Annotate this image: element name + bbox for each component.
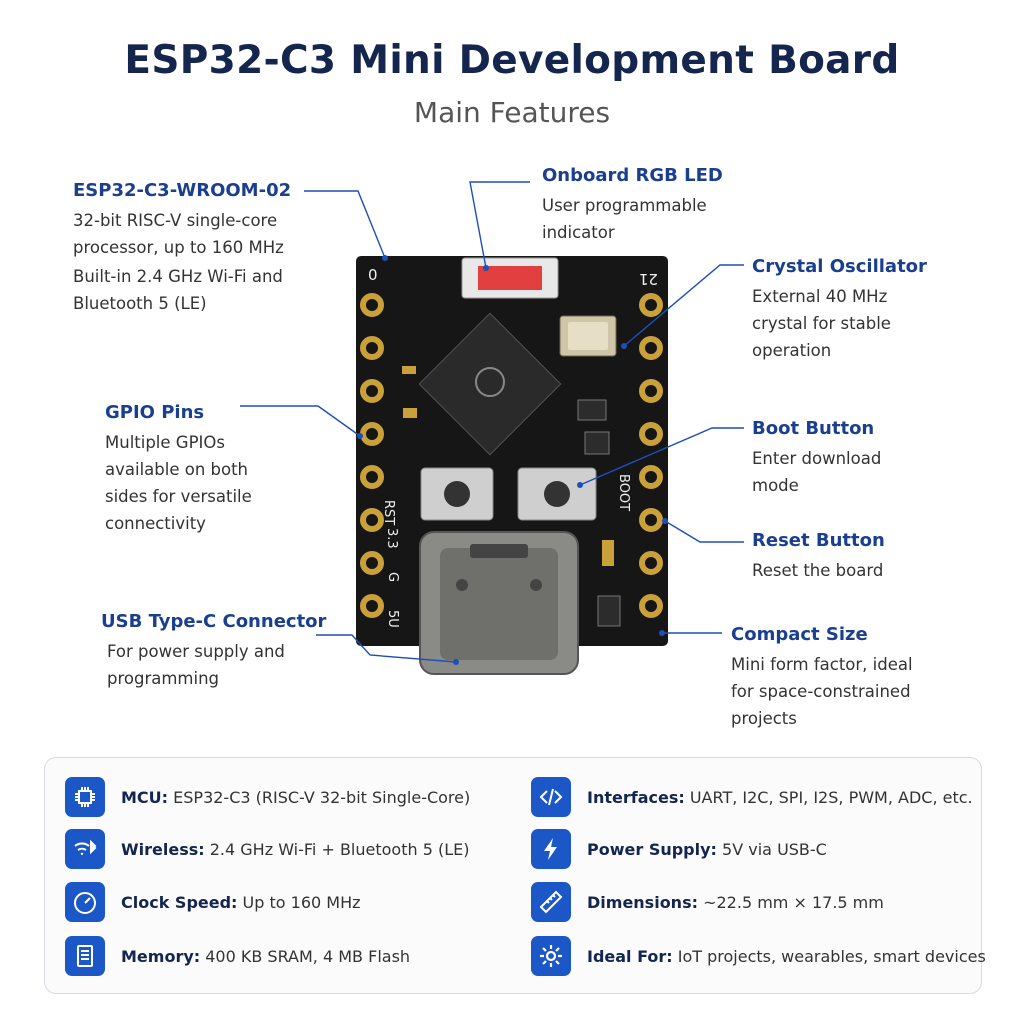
spec-label: Clock Speed:	[121, 892, 238, 912]
spec-value: UART, I2C, SPI, I2S, PWM, ADC, etc.	[689, 787, 973, 807]
spec-value: 5V via USB-C	[722, 839, 827, 859]
annotation-heading: USB Type-C Connector	[101, 611, 327, 632]
boot-silkscreen: BOOT	[616, 474, 631, 511]
spec-item-clock: Clock Speed: Up to 160 MHz	[65, 881, 361, 923]
spec-label: Dimensions:	[587, 892, 698, 912]
annotation-reset: Reset Button Reset the board	[752, 530, 972, 584]
annotation-heading: Onboard RGB LED	[542, 165, 723, 186]
pin-label-21: 21	[639, 270, 658, 288]
annotation-module: ESP32-C3-WROOM-02 32-bit RISC-V single-c…	[73, 180, 343, 317]
annotation-gpio: GPIO Pins Multiple GPIOs available on bo…	[105, 402, 305, 537]
annotation-heading: GPIO Pins	[105, 402, 205, 423]
spec-label: Power Supply:	[587, 839, 717, 859]
annotation-heading: ESP32-C3-WROOM-02	[73, 180, 292, 201]
speedometer-icon	[65, 882, 105, 922]
spec-item-mcu: MCU: ESP32-C3 (RISC-V 32-bit Single-Core…	[65, 776, 470, 818]
spec-value: ESP32-C3 (RISC-V 32-bit Single-Core)	[173, 787, 471, 807]
ruler-icon	[531, 882, 571, 922]
pin-label-5v: 5U	[385, 610, 400, 628]
annotation-usb: USB Type-C Connector For power supply an…	[101, 611, 331, 692]
annotation-heading: Crystal Oscillator	[752, 256, 927, 277]
left-gpio-pads	[360, 293, 384, 618]
page-subtitle: Main Features	[413, 96, 611, 129]
rst-silkscreen: RST	[381, 500, 396, 525]
annotation-text: 32-bit RISC-V single-core processor, up …	[73, 211, 284, 257]
chip-icon	[65, 777, 105, 817]
espressif-logo-icon	[475, 367, 505, 397]
code-icon	[531, 777, 571, 817]
spec-item-wireless: Wireless: 2.4 GHz Wi-Fi + Bluetooth 5 (L…	[65, 828, 469, 870]
spec-label: Interfaces:	[587, 787, 685, 807]
gear-icon	[531, 936, 571, 976]
lightning-icon	[531, 829, 571, 869]
board-illustration: 0 21 RST BOOT 3.3 G 5U	[240, 181, 744, 675]
spec-value: IoT projects, wearables, smart devices	[677, 946, 986, 966]
annotation-boot: Boot Button Enter download mode	[752, 418, 952, 499]
spec-label: MCU:	[121, 787, 169, 807]
annotation-text: External 40 MHz crystal for stable opera…	[752, 287, 891, 360]
right-gpio-pads	[639, 293, 663, 618]
memory-icon	[65, 936, 105, 976]
specs-panel: MCU: ESP32-C3 (RISC-V 32-bit Single-Core…	[44, 757, 986, 994]
annotation-text: User programmable indicator	[542, 196, 707, 242]
spec-value: Up to 160 MHz	[242, 892, 361, 912]
spec-label: Memory:	[121, 946, 201, 966]
annotation-text: Built-in 2.4 GHz Wi-Fi and Bluetooth 5 (…	[73, 267, 283, 313]
pin-label-3v3: 3.3	[384, 528, 399, 549]
annotation-heading: Reset Button	[752, 530, 885, 551]
spec-item-ideal-for: Ideal For: IoT projects, wearables, smar…	[531, 935, 986, 977]
leader-lines	[240, 181, 744, 663]
spec-item-interfaces: Interfaces: UART, I2C, SPI, I2S, PWM, AD…	[531, 776, 973, 818]
spec-item-dimensions: Dimensions: ~22.5 mm × 17.5 mm	[531, 881, 884, 923]
page-title: ESP32-C3 Mini Development Board	[124, 38, 900, 83]
wireless-icon	[65, 829, 105, 869]
annotation-text: Multiple GPIOs available on both sides f…	[105, 433, 252, 533]
mcu-chip	[418, 312, 562, 456]
annotation-size: Compact Size Mini form factor, ideal for…	[731, 624, 971, 732]
pin-label-0: 0	[368, 266, 378, 284]
spec-value: 2.4 GHz Wi-Fi + Bluetooth 5 (LE)	[209, 839, 470, 859]
annotation-text: Enter download mode	[752, 449, 882, 495]
spec-item-memory: Memory: 400 KB SRAM, 4 MB Flash	[65, 935, 410, 977]
annotation-led: Onboard RGB LED User programmable indica…	[542, 165, 742, 246]
annotation-text: Reset the board	[752, 561, 884, 580]
annotation-crystal: Crystal Oscillator External 40 MHz cryst…	[752, 256, 952, 364]
annotation-text: For power supply and programming	[107, 642, 285, 688]
spec-label: Ideal For:	[587, 946, 673, 966]
annotation-text: Mini form factor, ideal for space-constr…	[731, 655, 913, 728]
spec-value: ~22.5 mm × 17.5 mm	[703, 892, 884, 912]
spec-label: Wireless:	[121, 839, 205, 859]
annotation-heading: Boot Button	[752, 418, 875, 439]
annotation-heading: Compact Size	[731, 624, 868, 645]
spec-value: 400 KB SRAM, 4 MB Flash	[205, 946, 411, 966]
pin-label-g: G	[385, 572, 400, 582]
spec-item-power: Power Supply: 5V via USB-C	[531, 828, 827, 870]
